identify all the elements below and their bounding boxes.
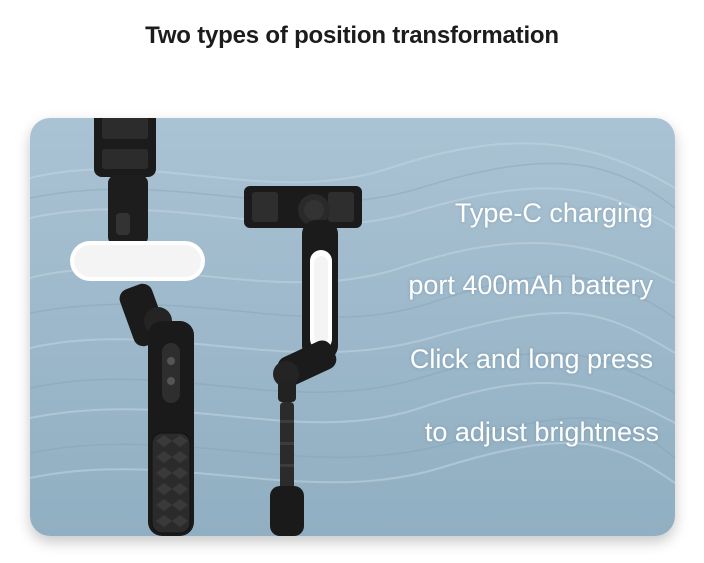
product-stage: Type-C charging port 400mAh battery Clic… bbox=[30, 118, 675, 536]
callout-line-4: to adjust brightness bbox=[424, 417, 659, 447]
stick-gimbal-horizontal-light bbox=[70, 118, 205, 536]
callout-line-2: port 400mAh battery bbox=[408, 270, 653, 300]
stick-gimbal-vertical-light bbox=[244, 186, 362, 536]
page-title: Two types of position transformation bbox=[145, 22, 559, 49]
callout-line-3: Click and long press bbox=[409, 344, 653, 374]
callout-line-1: Type-C charging bbox=[454, 198, 653, 228]
